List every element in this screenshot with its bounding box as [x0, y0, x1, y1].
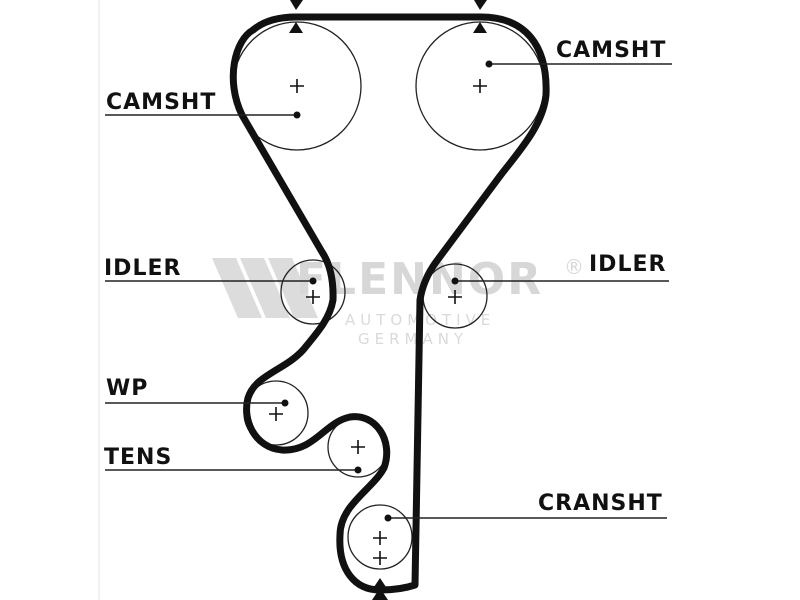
- label-idler-left: IDLER: [104, 256, 181, 281]
- label-tensioner: TENS: [104, 445, 172, 470]
- timing-mark-crank-lower-icon: [372, 588, 388, 600]
- crankshaft-center-icon: [373, 531, 387, 545]
- labels: CAMSHT CAMSHT IDLER IDLER WP TENS CRANSH…: [104, 38, 666, 516]
- dot-camshaft-right: [485, 60, 493, 68]
- dot-water-pump: [281, 399, 289, 407]
- dot-crankshaft: [384, 514, 392, 522]
- idler-right-center-icon: [448, 290, 462, 304]
- tensioner-center-icon: [351, 440, 365, 454]
- timing-mark-left-cam-icon: [290, 0, 303, 10]
- timing-mark-crank-icon: [372, 578, 388, 590]
- timing-belt: [229, 13, 550, 594]
- leader-dots: [281, 60, 493, 522]
- timing-mark-right-cam-icon: [474, 0, 487, 10]
- label-idler-right: IDLER: [589, 252, 666, 277]
- label-camshaft-right: CAMSHT: [556, 38, 666, 63]
- label-water-pump: WP: [106, 376, 148, 401]
- camshaft-left-center-icon: [290, 79, 304, 93]
- dot-idler-right: [451, 277, 459, 285]
- label-crankshaft: CRANSHT: [538, 491, 663, 516]
- watermark-line2: GERMANY: [358, 330, 468, 348]
- label-camshaft-left: CAMSHT: [106, 90, 216, 115]
- dot-idler-left: [309, 277, 317, 285]
- watermark-registered-mark: ®: [564, 255, 584, 279]
- leader-lines: [105, 63, 672, 519]
- idler-left-center-icon: [306, 290, 320, 304]
- dot-camshaft-left: [293, 111, 301, 119]
- watermark: FLENNOR ® AUTOMOTIVE GERMANY: [212, 254, 584, 348]
- crankshaft-pulley: [347, 504, 413, 570]
- idler-left-pulley: [280, 259, 346, 325]
- water-pump-center-icon: [269, 407, 283, 421]
- timing-mark-right-cam-lower-icon: [473, 22, 487, 33]
- dot-tensioner: [354, 466, 362, 474]
- watermark-logo-icon: [212, 258, 318, 318]
- timing-mark-left-cam-lower-icon: [289, 22, 303, 33]
- pulley-centers: [269, 79, 487, 565]
- crankshaft-lower-cross-icon: [373, 551, 387, 565]
- camshaft-right-center-icon: [473, 79, 487, 93]
- timing-marks: [289, 0, 487, 600]
